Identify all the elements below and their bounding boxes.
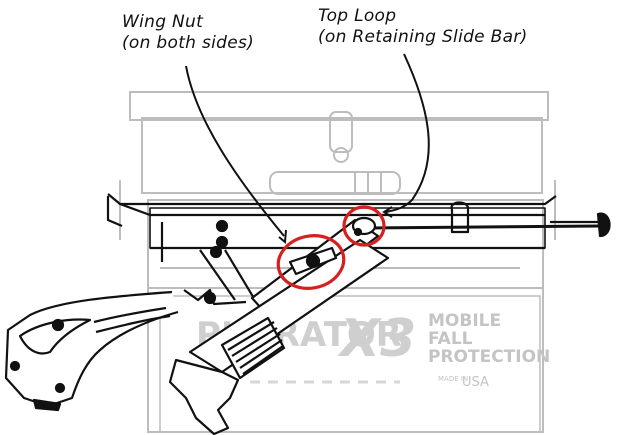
leg-arm (224, 249, 256, 301)
fall-text: FALL (428, 329, 473, 349)
top-loop-callout: Top Loop (on Retaining Slide Bar) (318, 6, 528, 48)
wing-nut-callout: Wing Nut (on both sides) (122, 12, 254, 54)
wing-nut-arrowhead (278, 229, 287, 244)
bolt (209, 245, 223, 259)
bolt (215, 235, 229, 249)
linkage-pin (203, 291, 217, 305)
wing-nut-subtitle: (on both sides) (122, 33, 255, 53)
hand-grip-icon (220, 316, 286, 380)
handle-body (4, 290, 179, 408)
handle-bar (95, 314, 171, 334)
top-loop-subtitle: (on Retaining Slide Bar) (318, 27, 528, 47)
slide-rod (371, 224, 601, 230)
handle-bolt (9, 360, 21, 372)
protection-text: PROTECTION (428, 347, 550, 367)
handle-bolt (54, 382, 66, 394)
top-loop-icon (351, 216, 377, 237)
mobile-text: MOBILE (428, 311, 501, 331)
unit-top-rail (129, 91, 549, 121)
model-mark: X3 (337, 309, 416, 369)
latch-knob (333, 147, 349, 163)
wing-nut-icon (288, 246, 338, 276)
handle-linkage (183, 288, 247, 306)
frame-top-bar (107, 193, 557, 206)
handle-bar (93, 306, 167, 324)
left-handle (4, 288, 247, 412)
made-in-text: MADE IN (438, 375, 468, 383)
leader-lines (185, 53, 430, 244)
leg-arm (199, 249, 236, 301)
unit-upper-body (141, 117, 543, 194)
gripper-jaw (168, 358, 240, 435)
bolt (215, 219, 229, 233)
top-loop-highlight (342, 205, 386, 247)
left-bracket (106, 196, 123, 228)
handle-bolt (51, 318, 65, 332)
rod-end-cap (596, 212, 611, 238)
usa-text: USA (462, 375, 489, 390)
wing-nut-title: Wing Nut (122, 12, 204, 32)
panel-text-group: PIN RATOR X3 MOBILE FALL PROTECTION MADE… (196, 309, 550, 390)
frame-assembly (106, 193, 611, 301)
unit-label-panel (159, 295, 541, 433)
top-loop-arrowhead (382, 206, 393, 218)
top-loop-leader (385, 53, 430, 213)
highlights (276, 205, 386, 290)
gas-cylinder (269, 171, 401, 195)
wing-nut-leader (185, 65, 285, 237)
handle-foot (32, 398, 62, 412)
frame-top-edge (119, 202, 545, 217)
wing-nut-highlight (276, 234, 346, 290)
latch-handle (329, 111, 353, 153)
handle-cutout (18, 318, 92, 355)
top-loop-title: Top Loop (318, 6, 397, 26)
